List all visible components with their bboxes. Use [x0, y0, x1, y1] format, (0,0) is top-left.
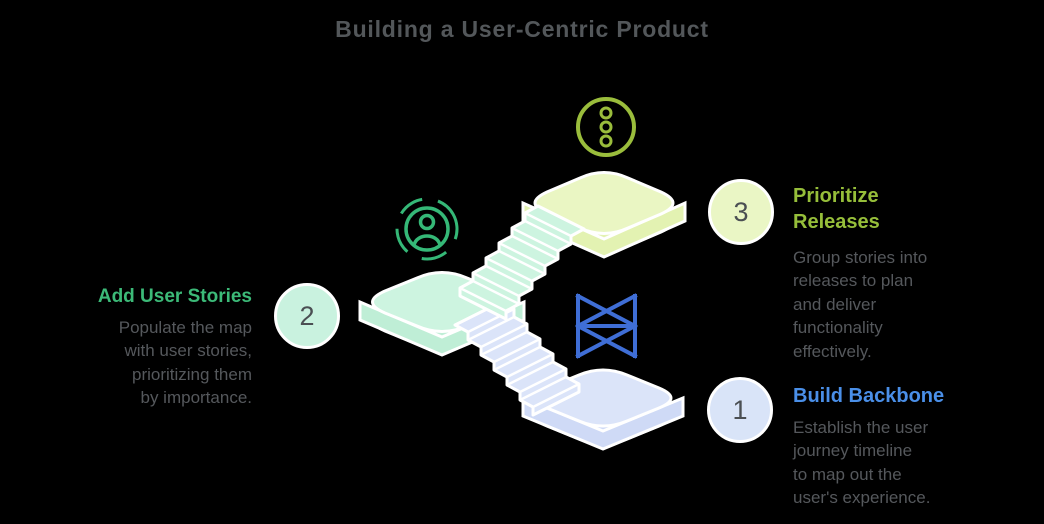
- story-staircase: [458, 204, 586, 321]
- step-1-number-badge: 1: [707, 377, 773, 443]
- step-2-number-badge: 2: [274, 283, 340, 349]
- page-title: Building a User-Centric Product: [335, 16, 709, 42]
- user-icon: [395, 197, 459, 261]
- menu-dots-icon: [576, 97, 636, 157]
- step-3-number: 3: [733, 196, 749, 227]
- step-3-description: Group stories into releases to plan and …: [793, 248, 928, 361]
- backbone-staircase: [453, 300, 581, 417]
- step-2-heading: Add User Stories: [97, 286, 252, 307]
- backbone-icon: [575, 293, 638, 359]
- step-3-number-badge: 3: [708, 179, 774, 245]
- step-3-heading: Prioritize Releases: [793, 185, 880, 233]
- step-2-number: 2: [299, 300, 315, 331]
- step-1-heading: Build Backbone: [793, 385, 945, 407]
- step-1-description: Establish the user journey timeline to m…: [793, 418, 931, 508]
- step-2-description: Populate the map with user stories, prio…: [118, 318, 252, 408]
- step-1-number: 1: [732, 394, 748, 425]
